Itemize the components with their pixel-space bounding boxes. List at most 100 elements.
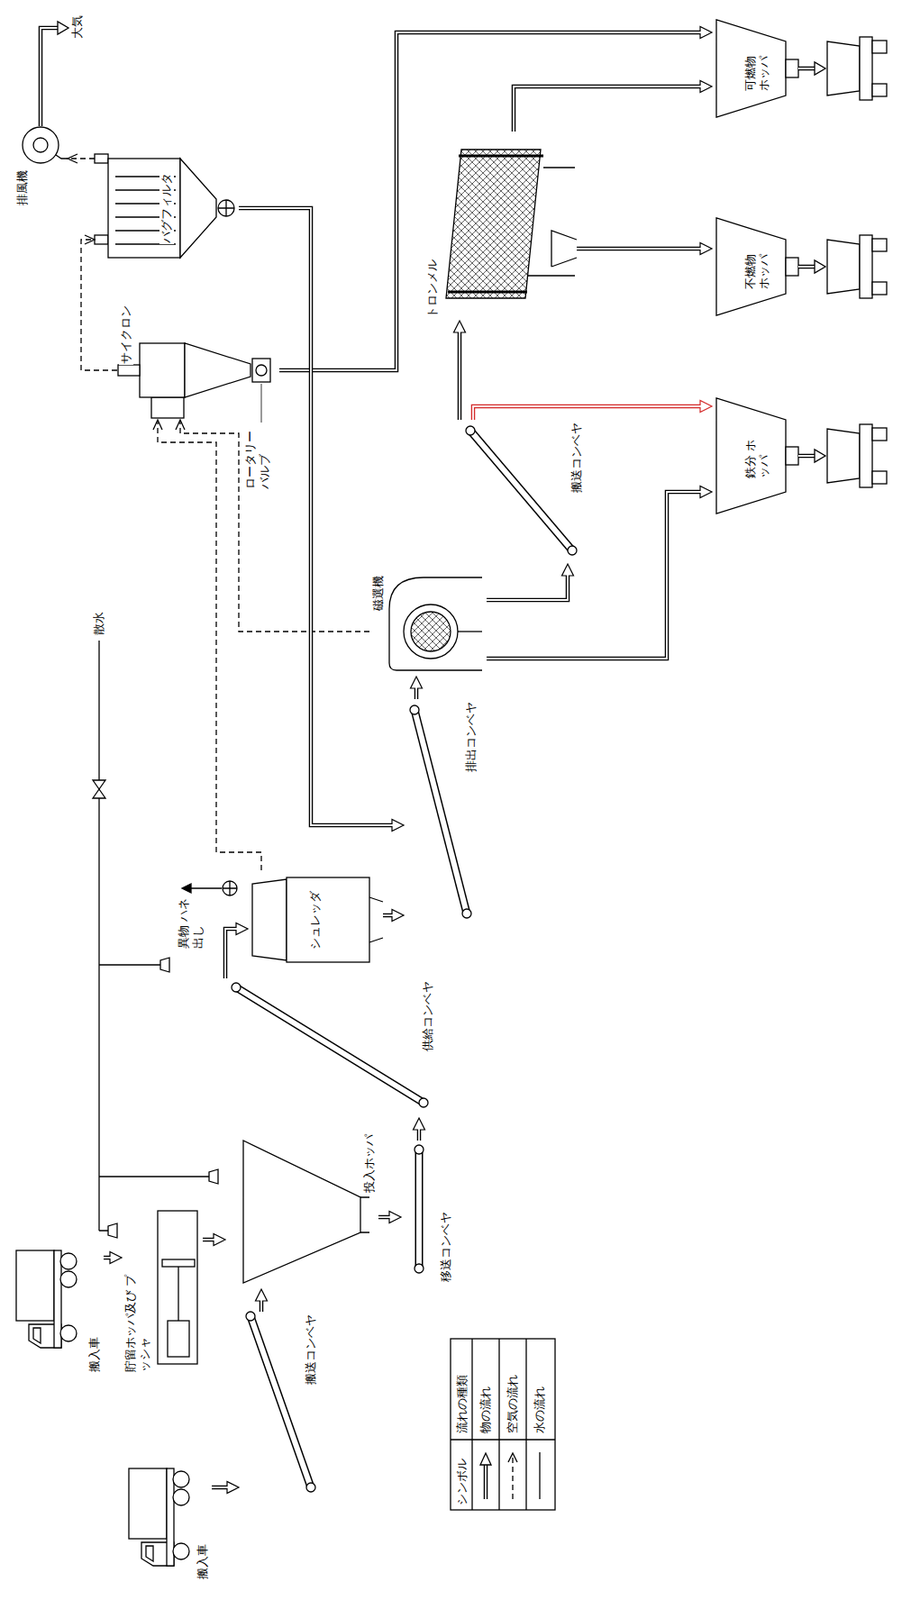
conveyor [410,705,420,715]
arrow-head [454,320,466,333]
water-pipe [160,957,170,973]
conveyor [415,1149,424,1269]
truck [827,235,887,299]
conveyor [231,426,577,1493]
connector-group [576,243,712,256]
equipment-label: サイクロン [118,304,134,365]
conveyor [414,710,467,914]
label-holder: 供給コンベヤ [420,980,436,1053]
arrow-head [700,243,712,256]
connector-group [175,419,370,632]
hopper [716,218,786,316]
label-holder: 搬入車 [87,1336,102,1374]
connector-inner [458,331,461,420]
discharge-flow [814,62,826,75]
discharge-flow [798,68,816,456]
connector-inner [513,86,702,132]
water-pipe [108,1223,118,1239]
conveyor [419,1098,429,1108]
plain-label: シンボル [455,1457,470,1507]
label-holder: 排出コンベヤ [464,701,479,774]
blower [22,127,68,164]
material-flow-connector [513,86,701,132]
reject-outlet [222,881,237,896]
connector-inner [486,574,568,601]
air-flow-connector [180,419,370,632]
connector-group [279,27,712,372]
storage-hopper-pusher [157,1211,198,1365]
equipment-label: バグフィルタ [159,172,174,245]
label-holder: 不燃物 ホッパ [743,243,772,291]
conveyor [306,1483,316,1493]
connector-inner [576,247,702,250]
conveyor [470,430,573,551]
bag-filter: バグフィルタ [94,140,239,276]
conveyor [246,1312,256,1322]
arrow-head [700,486,712,499]
plain-label: ロータリー バルブ [243,423,272,491]
arrow-head [562,564,574,576]
material-flow-connector [486,492,701,659]
connector-inner [418,1129,420,1141]
label-holder: 磁選機 [371,574,386,612]
cyclone [118,343,271,423]
conveyor: 排出コンベヤ [403,699,481,934]
label-holder: サイクロン [118,304,134,365]
cyclone [255,364,267,376]
truck [16,1250,77,1349]
legend-table [450,1339,556,1511]
connector-group [486,564,574,601]
shredder: シュレッダ [247,870,383,970]
equipment-label: 磁選機 [371,574,386,612]
material-flow-connector [417,1129,422,1142]
arrow-head [175,419,185,430]
shredder [252,879,287,961]
legend-table [480,1453,492,1466]
hopper: 不燃物 ホッパ [711,212,802,321]
conveyor [416,1149,422,1269]
plain-label: 異物 ハネ出し [176,893,205,950]
conveyor [414,1264,424,1274]
equipment-label: 不燃物 ホッパ [743,243,772,291]
connector-group [413,1118,426,1141]
water-pipe [99,640,210,1231]
conveyor: 移送コンベヤ [400,1140,456,1285]
arrow-head [410,676,423,689]
label-holder: 排風機 [15,169,30,207]
connector-inner [103,1257,114,1259]
cyclone [261,383,263,423]
equipment-label: シュレッダ [308,890,323,951]
label-holder: 投入ホッパ [362,1133,377,1194]
material-flow-connector [457,332,463,420]
equipment-label: 排出コンベヤ [464,701,479,774]
connector-group [378,1211,401,1224]
truck [16,36,887,1567]
hopper [785,446,799,465]
exhaust-flow [40,21,69,127]
bag-filter [94,154,235,258]
equipment-label: 移送コンベヤ [438,1211,454,1284]
conveyor [236,987,424,1103]
conveyor [462,909,472,919]
iron-flow-connector [473,406,701,420]
bag-filter [108,158,181,258]
arrow-head [67,154,78,164]
material-flow-connector [378,1215,391,1221]
truck: 搬入車 [117,1465,212,1583]
material-flow-connector [211,1485,228,1491]
legend-table [450,1339,556,1511]
legend-table [511,1456,513,1500]
legend-table [484,1464,487,1500]
connector-inner [211,1486,228,1489]
equipment-label: 搬入車 [195,1543,210,1581]
trommel: トロンメル [423,131,577,321]
hopper [716,19,799,514]
material-flow-connector [414,688,420,701]
connector-group [67,154,95,164]
connector-group [81,235,118,371]
conveyor [250,1316,311,1488]
equipment-label: 搬送コンベヤ [303,1313,319,1386]
legend-text: 物の流れ [478,1385,493,1435]
connector-group [202,1234,226,1247]
water-pipe [92,780,106,799]
